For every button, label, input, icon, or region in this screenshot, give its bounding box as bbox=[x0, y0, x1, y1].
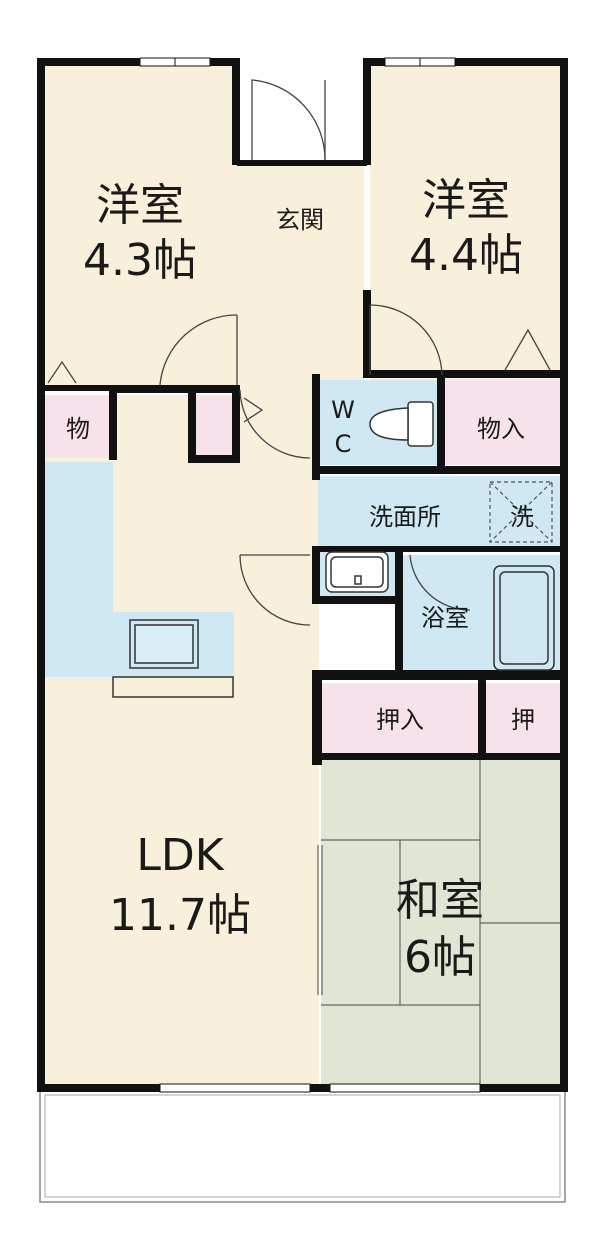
balcony bbox=[39, 1089, 566, 1203]
washroom-label: 洗面所 bbox=[369, 503, 441, 531]
western-room-1-size: 4.3帖 bbox=[83, 235, 197, 286]
western-room-2-name: 洋室 bbox=[422, 175, 510, 226]
oshiire-closet bbox=[321, 683, 479, 753]
western-room-1-name: 洋室 bbox=[96, 180, 184, 231]
toilet bbox=[369, 401, 434, 447]
closet-triangles bbox=[47, 328, 551, 423]
entrance-label: 玄関 bbox=[276, 206, 324, 234]
japanese-room-size: 6帖 bbox=[404, 932, 476, 983]
closet-small bbox=[44, 395, 109, 458]
sliding-door bbox=[317, 845, 323, 995]
door-arcs bbox=[159, 79, 471, 626]
bath-label: 浴室 bbox=[421, 604, 469, 632]
japanese-room-name: 和室 bbox=[396, 875, 484, 926]
window-top-right bbox=[384, 57, 456, 67]
balcony-inner-rail bbox=[44, 1094, 561, 1198]
entrance-area bbox=[237, 165, 364, 385]
wc-label-w: W bbox=[331, 396, 355, 424]
western-room-1 bbox=[44, 65, 237, 385]
washer-label: 洗 bbox=[510, 503, 534, 531]
washroom bbox=[318, 476, 560, 548]
tatami-lines bbox=[321, 760, 560, 1085]
closet-small-label: 物 bbox=[66, 415, 90, 443]
washbasin bbox=[325, 551, 389, 593]
storage-room bbox=[442, 380, 560, 465]
oshiire-label: 押入 bbox=[376, 706, 424, 734]
kitchen-aisle bbox=[113, 462, 235, 612]
western-room-2-size: 4.4帖 bbox=[409, 230, 523, 281]
closet-hall bbox=[195, 395, 235, 458]
window-bottom bbox=[159, 1083, 481, 1093]
bathtub bbox=[493, 565, 555, 671]
storage-label: 物入 bbox=[477, 415, 525, 443]
kitchen-fixtures bbox=[112, 619, 234, 698]
oshi-label: 押 bbox=[511, 706, 535, 734]
window-top-left bbox=[139, 57, 211, 67]
washer-spot bbox=[489, 481, 553, 543]
ldk-name: LDK bbox=[136, 830, 224, 881]
wc-label-c: C bbox=[335, 430, 352, 458]
ldk-size: 11.7帖 bbox=[109, 890, 251, 941]
oshi-closet bbox=[486, 683, 560, 753]
western-room-2 bbox=[370, 65, 560, 380]
